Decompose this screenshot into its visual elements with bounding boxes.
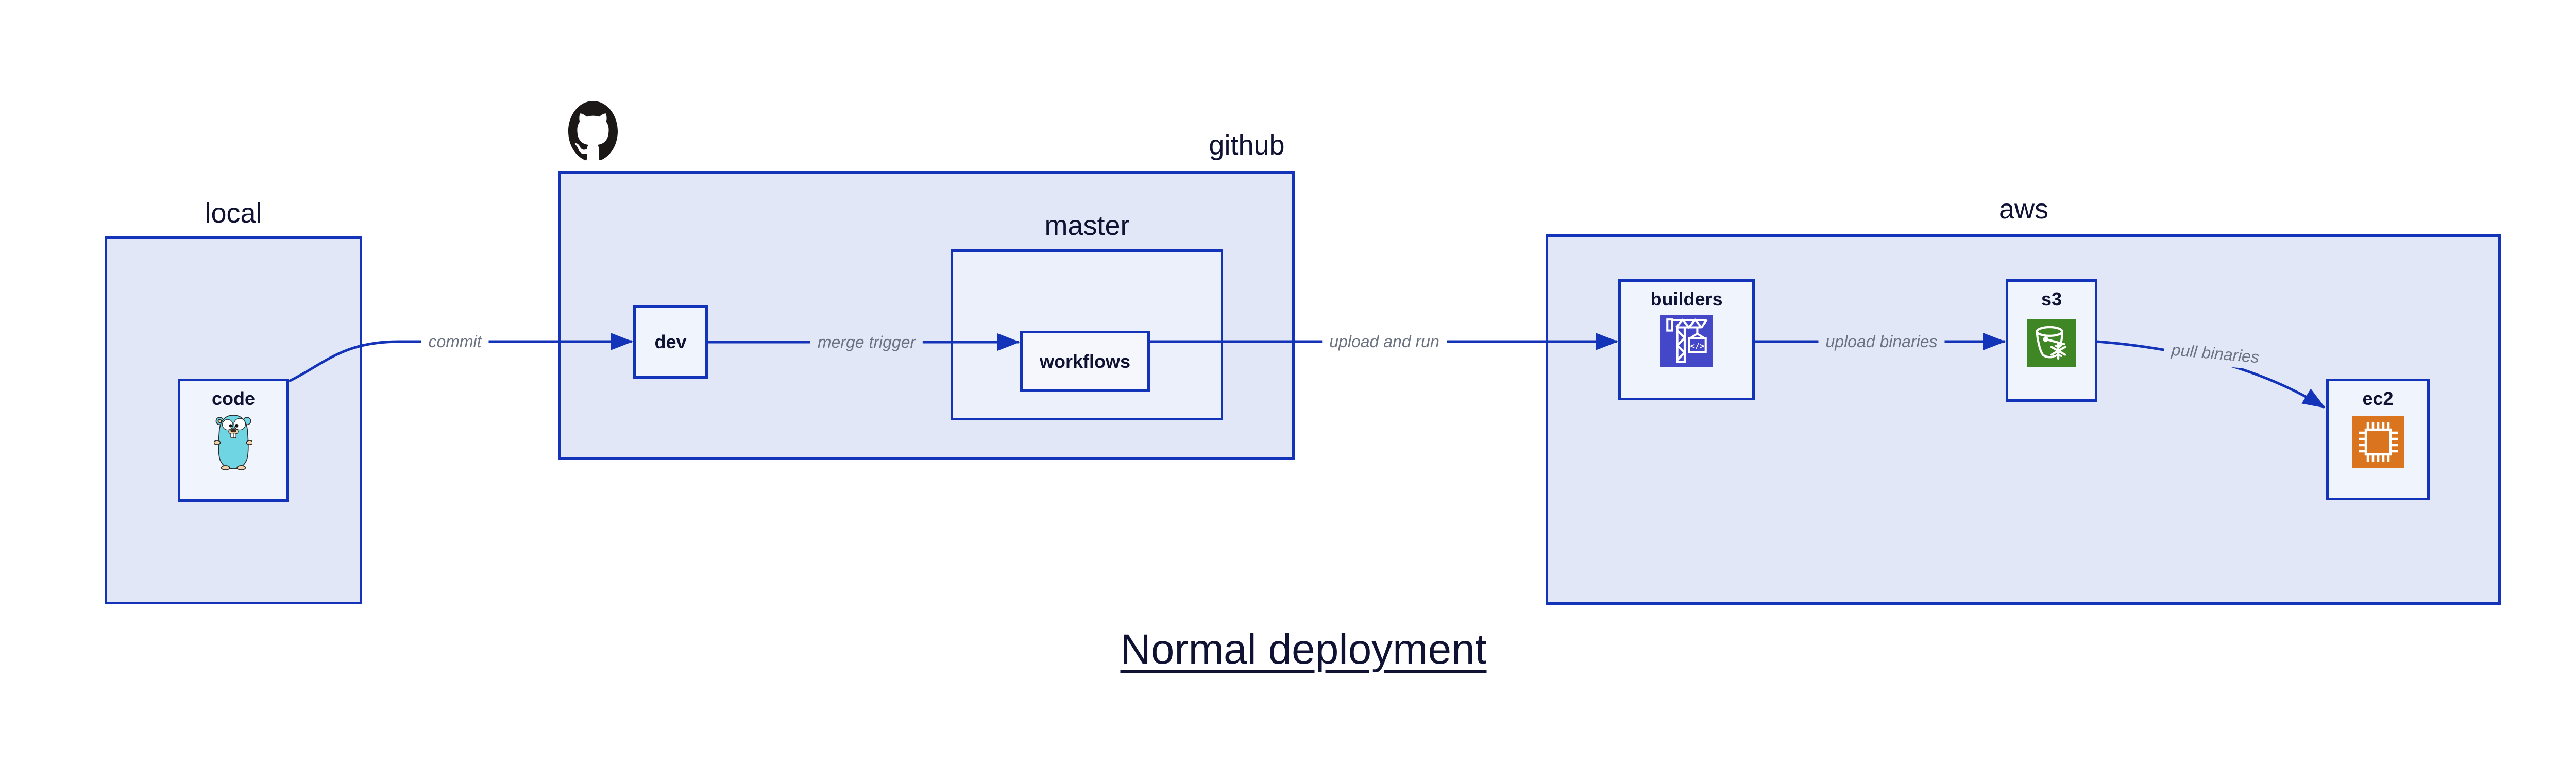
node-code-label: code [211,388,256,409]
edge-upload-binaries-label: upload binaries [1818,329,1945,354]
node-dev-label: dev [654,331,687,352]
node-dev: dev [633,305,708,379]
node-builders-label: builders [1650,288,1723,310]
node-s3-label: s3 [2041,288,2062,310]
node-ec2: ec2 [2326,379,2430,500]
codebuild-crane-icon: </> [1660,315,1713,367]
node-builders: builders </> [1618,279,1755,400]
edge-merge-trigger-label: merge trigger [810,330,923,354]
ec2-chip-icon [2352,416,2404,468]
local-group-label: local [205,198,262,229]
github-octocat-icon [568,101,618,161]
node-s3: s3 [2006,279,2097,402]
edge-upload-and-run-label: upload and run [1322,329,1447,354]
node-ec2-label: ec2 [2362,388,2394,409]
master-group-label: master [1044,210,1130,241]
aws-group-label: aws [1998,194,2049,225]
svg-text:</>: </> [1690,341,1704,350]
go-gopher-icon [214,415,252,470]
edge-commit-label: commit [421,329,489,354]
node-workflows: workflows [1020,331,1150,392]
github-group-label: github [1209,130,1285,161]
diagram-title: Normal deployment [1120,626,1487,673]
s3-glacier-bucket-icon [2027,319,2076,367]
node-code: code [178,379,289,502]
node-workflows-label: workflows [1039,350,1131,372]
